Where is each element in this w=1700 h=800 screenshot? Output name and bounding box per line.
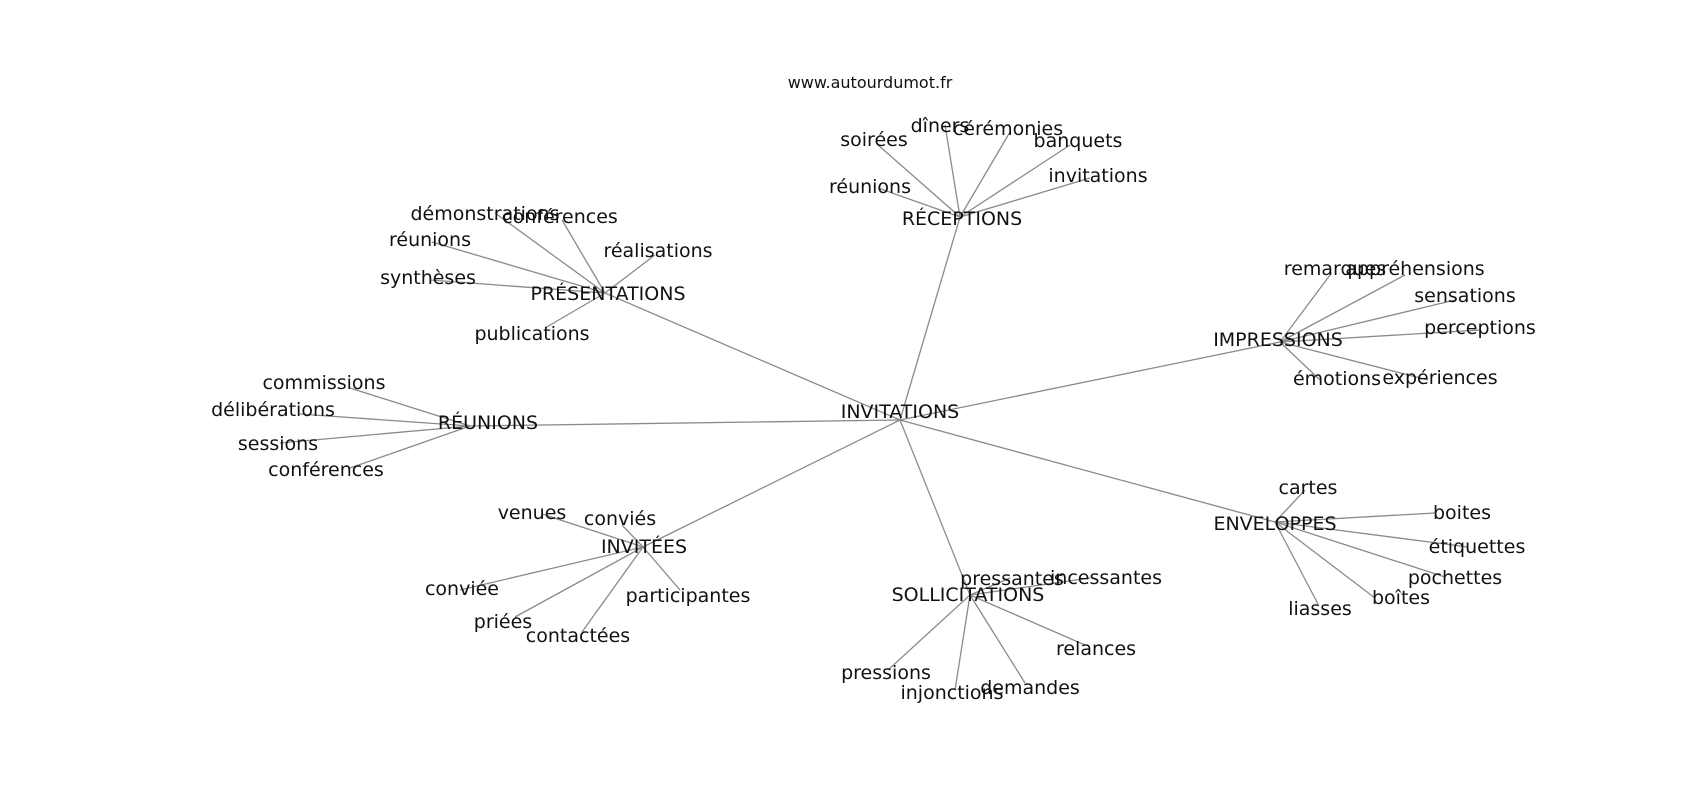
word-label-presentations-5: publications: [474, 323, 589, 345]
edge-center-presentations: [604, 292, 901, 421]
edge-presentations-1: [561, 219, 606, 294]
word-label-invitees-4: priées: [474, 611, 532, 633]
word-label-sollicitations-0: pressantes: [960, 568, 1064, 590]
edge-sollicitations-1: [969, 577, 1091, 596]
word-label-impressions-5: expériences: [1382, 367, 1497, 389]
word-label-impressions-4: émotions: [1293, 368, 1381, 390]
edge-reunions-1: [299, 413, 471, 427]
edge-enveloppes-5: [1274, 521, 1319, 605]
word-label-presentations-0: démonstrations: [410, 203, 559, 225]
edge-impressions-0: [1279, 274, 1331, 343]
word-label-enveloppes-2: étiquettes: [1429, 536, 1526, 558]
edge-receptions-2: [959, 131, 1011, 218]
edge-presentations-0: [494, 212, 606, 294]
word-label-sollicitations-2: relances: [1056, 638, 1136, 660]
word-label-reunions-3: conférences: [268, 459, 384, 481]
word-label-receptions-5: invitations: [1048, 165, 1147, 187]
edge-invitees-3: [642, 546, 681, 591]
edge-presentations-3: [604, 254, 656, 294]
word-label-enveloppes-4: boîtes: [1372, 587, 1430, 609]
edge-center-invitees: [642, 419, 901, 548]
edge-receptions-4: [877, 187, 961, 218]
word-label-presentations-4: synthèses: [380, 267, 476, 289]
node-label-invitees: INVITÉES: [601, 535, 687, 558]
edge-presentations-4: [429, 279, 606, 294]
word-label-enveloppes-0: cartes: [1279, 477, 1338, 499]
edge-enveloppes-3: [1274, 521, 1446, 578]
graph-labels: www.autourdumot.fr INVITATIONS RÉCEPTIONS…: [211, 73, 1536, 704]
word-label-sollicitations-4: injonctions: [900, 682, 1003, 704]
node-label-sollicitations: SOLLICITATIONS: [892, 584, 1045, 606]
word-label-invitees-3: participantes: [626, 585, 751, 607]
edge-receptions-0: [877, 144, 961, 218]
word-label-reunions-0: commissions: [262, 372, 385, 394]
word-label-invitees-5: contactées: [526, 625, 630, 647]
word-label-enveloppes-1: boites: [1433, 502, 1491, 524]
edge-enveloppes-0: [1274, 489, 1306, 523]
word-label-presentations-2: réunions: [389, 229, 471, 251]
edge-sollicitations-2: [969, 594, 1086, 646]
word-label-impressions-0: remarques: [1284, 258, 1386, 280]
edge-invitees-4: [514, 546, 644, 618]
word-label-invitees-1: conviés: [584, 508, 656, 530]
word-label-receptions-4: réunions: [829, 176, 911, 198]
graph-edges: [279, 124, 1481, 691]
center-node-label: INVITATIONS: [841, 401, 960, 423]
edge-center-receptions: [899, 216, 961, 421]
watermark: www.autourdumot.fr: [788, 73, 953, 92]
word-label-sollicitations-1: incessantes: [1050, 567, 1162, 589]
edge-impressions-3: [1279, 329, 1481, 343]
word-label-invitees-0: venues: [498, 502, 567, 524]
word-label-receptions-0: soirées: [840, 129, 907, 151]
edge-enveloppes-1: [1274, 512, 1436, 523]
node-label-enveloppes: ENVELOPPES: [1213, 513, 1336, 535]
edge-sollicitations-4: [954, 594, 971, 691]
edge-sollicitations-0: [969, 577, 1011, 596]
word-label-sollicitations-5: demandes: [980, 677, 1080, 699]
edge-reunions-2: [279, 425, 471, 444]
edge-reunions-0: [349, 387, 471, 427]
word-label-receptions-1: dîners: [911, 115, 970, 137]
edge-impressions-1: [1279, 274, 1406, 343]
word-label-presentations-1: conférences: [502, 206, 618, 228]
node-label-presentations: PRÉSENTATIONS: [530, 282, 685, 305]
word-label-sollicitations-3: pressions: [841, 662, 931, 684]
edge-presentations-2: [431, 241, 606, 294]
edge-receptions-1: [944, 124, 961, 218]
word-label-impressions-3: perceptions: [1424, 317, 1536, 339]
edge-enveloppes-4: [1274, 521, 1376, 599]
edge-impressions-4: [1279, 341, 1321, 381]
edge-presentations-5: [544, 292, 606, 329]
edge-impressions-2: [1279, 299, 1456, 343]
edge-center-impressions: [899, 341, 1281, 421]
word-label-receptions-2: cérémonies: [953, 118, 1063, 140]
node-label-impressions: IMPRESSIONS: [1213, 329, 1343, 351]
word-label-invitees-2: conviée: [425, 578, 499, 600]
edge-sollicitations-5: [969, 594, 1026, 684]
edge-invitees-0: [541, 513, 644, 548]
edge-center-reunions: [469, 419, 901, 427]
word-label-reunions-1: délibérations: [211, 399, 335, 421]
edge-receptions-5: [959, 177, 1091, 218]
edge-invitees-5: [581, 546, 644, 633]
edge-reunions-3: [349, 425, 471, 469]
word-label-presentations-3: réalisations: [603, 240, 712, 262]
word-label-impressions-1: appréhensions: [1345, 258, 1484, 280]
word-label-enveloppes-3: pochettes: [1408, 567, 1502, 589]
edge-center-enveloppes: [899, 419, 1276, 523]
edge-enveloppes-2: [1274, 521, 1469, 548]
edge-impressions-5: [1279, 341, 1429, 381]
edge-sollicitations-3: [887, 594, 971, 671]
node-label-reunions: RÉUNIONS: [438, 411, 538, 434]
edge-center-sollicitations: [899, 419, 971, 596]
word-label-enveloppes-5: liasses: [1288, 598, 1352, 620]
node-label-receptions: RÉCEPTIONS: [902, 207, 1022, 230]
edge-invitees-1: [621, 524, 644, 548]
word-label-impressions-2: sensations: [1414, 285, 1515, 307]
word-label-receptions-3: banquets: [1034, 130, 1123, 152]
edge-invitees-2: [459, 546, 644, 591]
edge-receptions-3: [959, 144, 1071, 218]
word-label-reunions-2: sessions: [238, 433, 318, 455]
